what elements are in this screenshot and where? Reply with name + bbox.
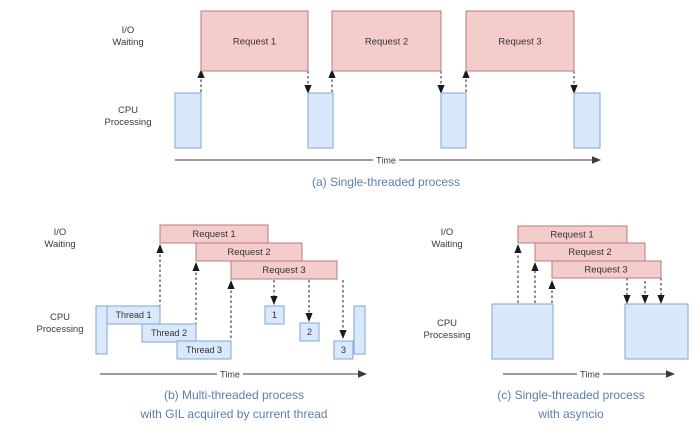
panel-c-caption-line2: with asyncio [537,407,604,421]
panel-b-io-label-line2: Waiting [44,239,75,250]
arrow-head-up [156,244,164,253]
arrow-head-up [548,280,556,289]
arrow-head-down [270,296,278,305]
time-arrow-head [666,370,675,378]
panel-b-result-box-1-label: 1 [272,310,277,320]
panel-b-dispatch-arrows [156,244,235,348]
panel-b-time-label: Time [220,369,240,379]
arrow-head-up [197,69,205,78]
panel-c-cpu-label-line2: Processing [424,330,471,341]
panel-b-time-axis: Time [100,368,367,380]
arrow-head-up [328,69,336,78]
panel-c-io-box-1-label: Request 1 [550,230,593,241]
panel-a-time-label: Time [376,155,396,165]
arrow-head-up [227,280,235,289]
panel-c-caption-line1: (c) Single-threaded process [497,388,644,402]
arrow-head-down [623,295,631,304]
panel-b-io-box-1-label: Request 1 [192,229,235,240]
arrow-head-down [657,295,665,304]
panel-b-result-box-2-label: 2 [307,327,312,337]
arrow-head-up [531,262,539,271]
panel-c: I/O Waiting CPU Processing Request 1 Req… [424,225,689,421]
panel-b: I/O Waiting CPU Processing Request 1 Req… [37,224,367,421]
panel-c-cpu-box-2[interactable] [624,303,689,360]
panel-c-cpu-box-1[interactable] [491,303,554,360]
panel-a-io-box-3-label: Request 3 [498,37,541,48]
arrow-head-up [514,244,522,253]
panel-b-io-box-2-label: Request 2 [227,247,270,258]
panel-b-result-box-3-label: 3 [341,345,346,355]
panel-c-time-label: Time [580,369,600,379]
panel-c-cpu-label-line1: CPU [437,318,457,329]
panel-c-io-label-line2: Waiting [431,239,462,250]
panel-a-caption-line1: (a) Single-threaded process [312,175,460,189]
panel-b-cpu-label-line1: CPU [50,312,70,323]
panel-b-result-box-3[interactable] [333,340,354,360]
panel-b-io-label-line1: I/O [54,227,67,238]
panel-a: I/O Waiting CPU Processing Request 1 Req… [105,10,601,189]
panel-a-io-box-3[interactable] [465,10,575,72]
panel-b-result-box-2[interactable] [299,322,320,342]
panel-b-thread-box-2[interactable] [141,323,197,343]
panel-b-caption-line1: (b) Multi-threaded process [164,388,304,402]
panel-b-thread-box-2-label: Thread 2 [151,328,187,338]
time-arrow-head [358,370,367,378]
time-label-mask [373,154,399,166]
panel-b-thread-box-1-label: Thread 1 [115,310,151,320]
panel-b-thread-box-3-label: Thread 3 [186,345,222,355]
arrow-head-down [570,85,578,94]
time-label-mask [577,368,603,380]
arrow-head-down [304,85,312,94]
panel-c-io-box-2-label: Request 2 [568,247,611,258]
arrow-head-up [192,262,200,271]
panel-a-time-axis: Time [175,154,601,166]
panel-b-cpu-label-line2: Processing [37,324,84,335]
panel-a-io-box-1-label: Request 1 [233,37,276,48]
panel-a-io-label-line2: Waiting [112,37,143,48]
panel-a-cpu-box-1[interactable] [174,92,202,149]
panel-b-cpu-bracket-right [353,305,366,355]
panel-b-caption-line2: with GIL acquired by current thread [140,407,328,421]
panel-c-io-label-line1: I/O [441,227,454,238]
panel-c-io-box-3-label: Request 3 [584,265,627,276]
time-label-mask [217,368,243,380]
panel-a-io-box-2-label: Request 2 [365,37,408,48]
panel-b-thread-box-3[interactable] [176,340,232,360]
panel-b-result-box-1[interactable] [264,305,285,325]
panel-c-time-axis: Time [503,368,675,380]
panel-b-thread-box-1[interactable] [106,305,161,325]
panel-b-cpu-bracket-left [95,305,108,355]
panel-c-return-arrows [623,243,665,304]
panel-a-cpu-box-2[interactable] [307,92,334,149]
arrow-head-down [437,85,445,94]
panel-a-cpu-label-line1: CPU [118,105,138,116]
arrow-head-down [305,313,313,322]
panel-a-cpu-box-3[interactable] [440,92,467,149]
arrow-head-down [339,330,347,339]
panel-b-io-box-3-label: Request 3 [262,265,305,276]
time-arrow-head [592,156,601,164]
arrow-head-down [641,295,649,304]
panel-b-return-arrows [270,280,347,339]
panel-c-io-box-3[interactable] [551,260,662,279]
panel-a-io-box-2[interactable] [331,10,442,72]
arrow-head-up [462,69,470,78]
panel-a-io-label-line1: I/O [122,25,135,36]
panel-a-cpu-label-line2: Processing [105,117,152,128]
panel-a-transition-arrows [197,69,578,94]
panel-a-cpu-box-4[interactable] [573,92,601,149]
panel-c-dispatch-arrows [514,244,556,303]
panel-a-io-box-1[interactable] [200,10,309,72]
panel-b-io-box-3[interactable] [230,260,338,280]
